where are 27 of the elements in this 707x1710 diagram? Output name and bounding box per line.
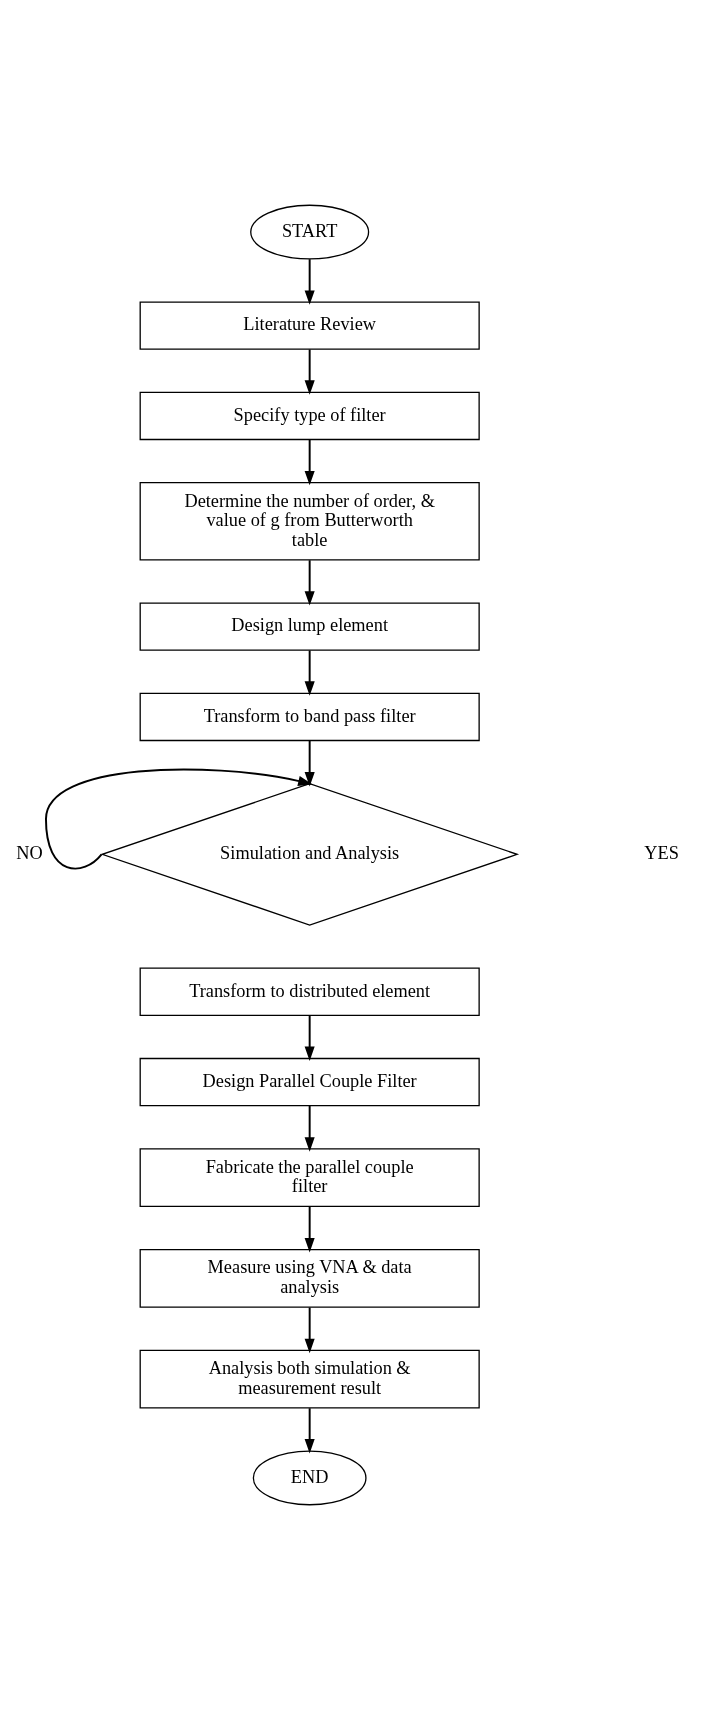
- arrow: [304, 649, 315, 696]
- arrow: [304, 1205, 315, 1253]
- node-box: Transform to band pass filter: [139, 692, 480, 742]
- node-box: Measure using VNA & data analysis: [139, 1248, 480, 1308]
- node-box: Analysis both simulation & measurement result: [139, 1349, 480, 1409]
- node-ellipse: END: [252, 1450, 367, 1506]
- edge-label: NO: [16, 843, 43, 864]
- node-box: Specify type of filter: [139, 391, 480, 441]
- node-ellipse: START: [250, 204, 370, 260]
- node-box: Fabricate the parallel couple filter: [139, 1148, 480, 1208]
- arrow: [304, 739, 315, 787]
- arrow: [304, 1407, 315, 1454]
- node-box: Transform to distributed element: [139, 967, 480, 1016]
- arrow: [304, 1306, 315, 1354]
- arrow: [304, 1104, 315, 1152]
- node-box: Design Parallel Couple Filter: [139, 1057, 480, 1107]
- arrow: [45, 768, 313, 870]
- arrow: [304, 258, 315, 305]
- label: YES: [644, 843, 679, 864]
- node-box: Design lump element: [139, 602, 480, 651]
- node-box: Literature Review: [139, 301, 480, 350]
- node-diamond: Simulation and Analysis: [100, 783, 520, 926]
- arrow: [304, 1014, 315, 1061]
- arrow: [304, 559, 315, 606]
- arrow: [304, 348, 315, 395]
- node-box: Determine the number of order, & value of g from Butterworth table: [139, 482, 480, 561]
- arrow: [304, 438, 315, 486]
